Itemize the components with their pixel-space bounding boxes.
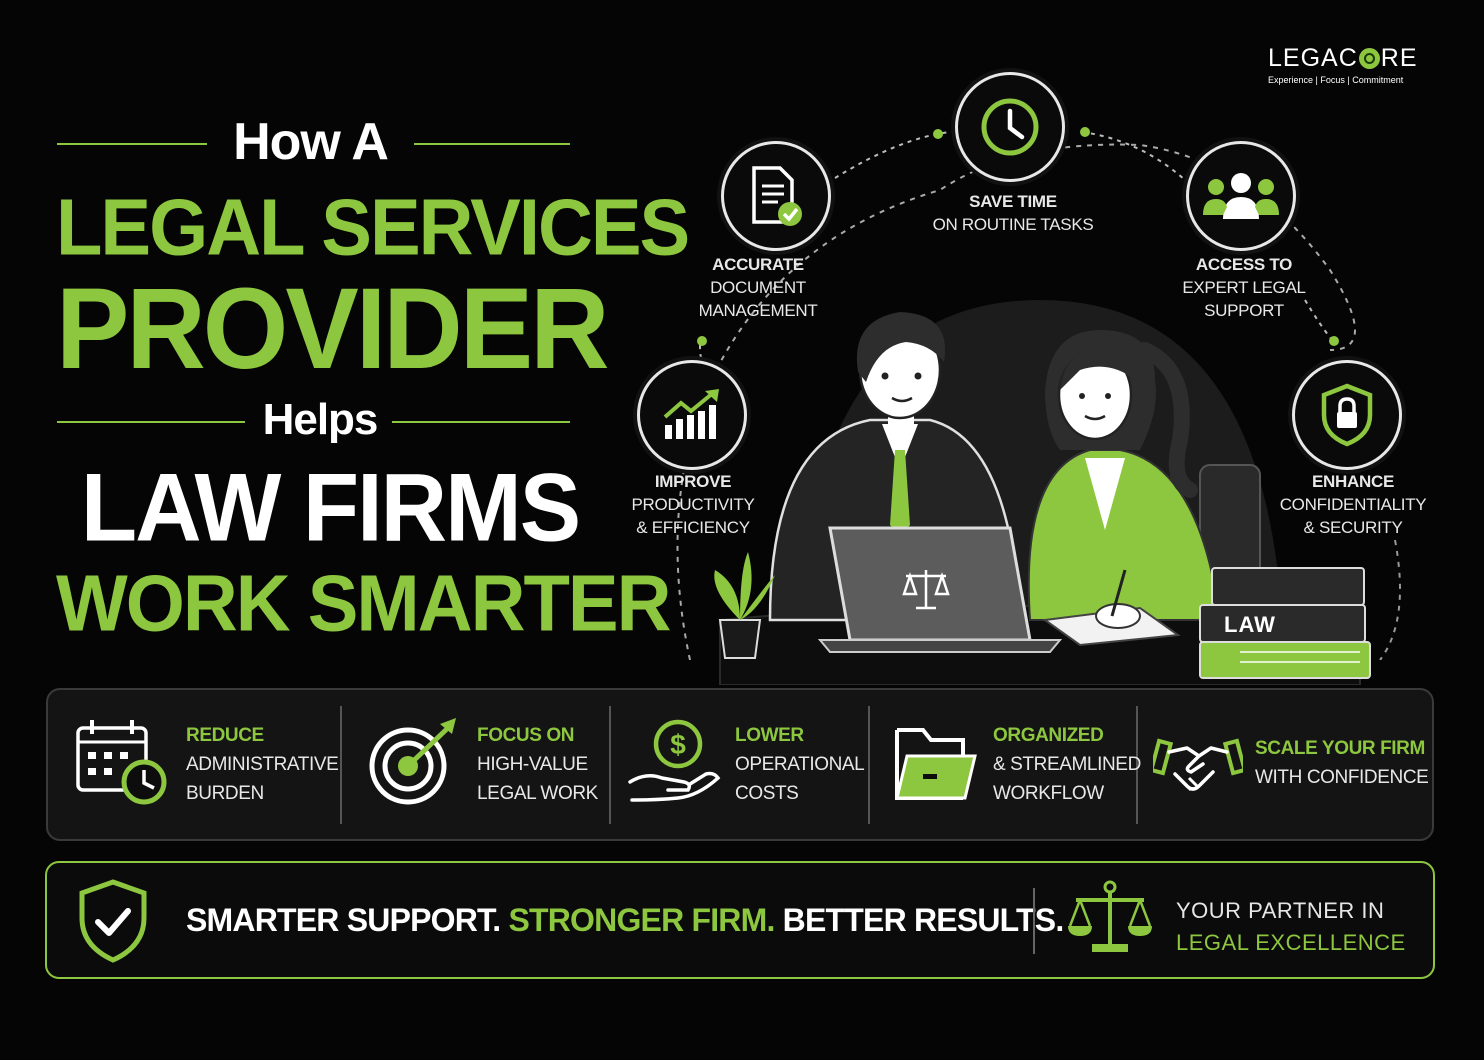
title-line-5: LAW FIRMS xyxy=(80,454,581,562)
tagline-part2: STRONGER FIRM. xyxy=(508,902,775,938)
feature-label-support: ACCESS TO EXPERT LEGAL SUPPORT xyxy=(1156,253,1332,322)
feature-circle-documents xyxy=(721,141,831,251)
book-spine-label: LAW xyxy=(1224,612,1276,637)
divider xyxy=(1136,706,1138,824)
feature-sub: CONFIDENTIALITY & SECURITY xyxy=(1279,495,1427,537)
benefit-organized: ORGANIZED & STREAMLINED WORKFLOW xyxy=(993,721,1141,808)
footer-tagline: SMARTER SUPPORT. STRONGER FIRM. BETTER R… xyxy=(186,902,1065,939)
shield-lock-icon xyxy=(1321,383,1373,447)
connector-arc xyxy=(676,127,1401,660)
benefit-text: & STREAMLINED xyxy=(993,754,1141,775)
hand-coin-icon: $ xyxy=(628,719,721,802)
document-check-icon xyxy=(752,166,802,226)
feature-label-security: ENHANCE CONFIDENTIALITY & SECURITY xyxy=(1258,470,1448,539)
title-line-6: WORK SMARTER xyxy=(56,558,672,649)
benefit-text: WORKFLOW xyxy=(993,783,1104,804)
handshake-icon xyxy=(1153,738,1243,792)
divider xyxy=(609,706,611,824)
benefit-text: OPERATIONAL xyxy=(735,754,865,775)
brand-tagline: Experience | Focus | Commitment xyxy=(1268,75,1404,85)
feature-title: IMPROVE xyxy=(654,472,732,491)
title-line-4: Helps xyxy=(262,395,379,444)
professionals-illustration xyxy=(714,300,1371,685)
divider xyxy=(340,706,342,824)
benefit-title: REDUCE xyxy=(186,725,264,746)
benefit-lower: LOWER OPERATIONAL COSTS xyxy=(735,721,865,808)
benefit-text: HIGH-VALUE xyxy=(477,754,588,775)
feature-title: ENHANCE xyxy=(1312,472,1394,491)
team-icon xyxy=(1203,173,1279,219)
brand-logo: LEGAC RE Experience | Focus | Commitment xyxy=(1268,44,1438,85)
feature-sub: ON ROUTINE TASKS xyxy=(932,215,1094,234)
feature-sub: DOCUMENT MANAGEMENT xyxy=(698,278,818,320)
feature-sub: PRODUCTIVITY & EFFICIENCY xyxy=(631,495,755,537)
target-arrow-icon xyxy=(369,718,456,805)
benefit-text: LEGAL WORK xyxy=(477,783,598,804)
feature-title: ACCESS TO xyxy=(1195,255,1293,274)
benefit-title: LOWER xyxy=(735,725,804,746)
feature-circle-productivity xyxy=(637,360,747,470)
shield-check-icon xyxy=(79,879,147,963)
benefit-title: FOCUS ON xyxy=(477,725,575,746)
benefit-title: ORGANIZED xyxy=(993,725,1104,746)
feature-circle-time xyxy=(955,72,1065,182)
calendar-clock-icon xyxy=(76,720,167,805)
feature-label-documents: ACCURATE DOCUMENT MANAGEMENT xyxy=(676,253,840,322)
svg-text:$: $ xyxy=(670,729,686,760)
title-line-1: How A xyxy=(233,113,389,171)
tagline-part3: BETTER RESULTS. xyxy=(782,902,1065,938)
feature-label-productivity: IMPROVE PRODUCTIVITY & EFFICIENCY xyxy=(598,470,788,539)
brand-name-part1: LEGAC xyxy=(1268,44,1358,72)
partner-line-1: YOUR PARTNER IN xyxy=(1176,898,1385,923)
benefit-text: BURDEN xyxy=(186,783,264,804)
benefit-text: ADMINISTRATIVE xyxy=(186,754,339,775)
title-line-3: PROVIDER xyxy=(56,263,610,394)
folder-icon xyxy=(895,728,977,800)
title-rule xyxy=(57,143,207,145)
brand-name: LEGAC RE xyxy=(1268,44,1438,73)
scales-of-justice-icon xyxy=(1068,880,1152,952)
brand-name-part2: RE xyxy=(1380,44,1418,72)
tagline-part1: SMARTER SUPPORT. xyxy=(186,902,501,938)
feature-title: ACCURATE xyxy=(712,255,804,274)
footer-divider xyxy=(1033,888,1035,954)
partner-statement: YOUR PARTNER IN LEGAL EXCELLENCE xyxy=(1176,895,1406,959)
footer-banner xyxy=(45,861,1435,979)
title-rule xyxy=(392,421,570,423)
feature-circle-support xyxy=(1186,141,1296,251)
partner-line-2: LEGAL EXCELLENCE xyxy=(1176,930,1406,955)
feature-label-time: SAVE TIME ON ROUTINE TASKS xyxy=(925,190,1101,236)
title-rule xyxy=(57,421,245,423)
feature-sub: EXPERT LEGAL SUPPORT xyxy=(1182,278,1306,320)
clock-icon xyxy=(981,98,1039,156)
title-line-2: LEGAL SERVICES xyxy=(56,182,690,273)
benefit-scale: SCALE YOUR FIRM WITH CONFIDENCE xyxy=(1255,734,1429,792)
feature-title: SAVE TIME xyxy=(969,192,1057,211)
feature-circle-security xyxy=(1292,360,1402,470)
brand-logo-mark xyxy=(1358,48,1380,69)
benefit-title: SCALE YOUR FIRM xyxy=(1255,738,1425,759)
benefit-focus: FOCUS ON HIGH-VALUE LEGAL WORK xyxy=(477,721,598,808)
title-rule xyxy=(414,143,570,145)
benefit-text: WITH CONFIDENCE xyxy=(1255,767,1429,788)
divider xyxy=(868,706,870,824)
growth-chart-icon xyxy=(663,389,719,439)
benefit-text: COSTS xyxy=(735,783,799,804)
benefit-reduce: REDUCE ADMINISTRATIVE BURDEN xyxy=(186,721,339,808)
